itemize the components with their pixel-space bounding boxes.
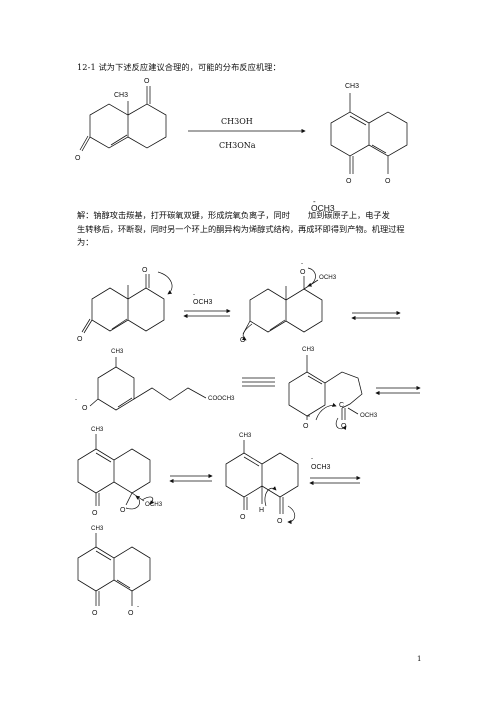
mech6-carbonyl-oxygen-1: O — [240, 514, 246, 521]
enone-oxygen-label: O — [75, 155, 81, 162]
answer-line-3: 为： — [77, 237, 94, 247]
final-methyl: CH3 — [91, 525, 104, 532]
mech2-enone-oxygen: O — [240, 337, 246, 344]
mech-structure-5: CH3 O O OCH3 — [77, 426, 163, 517]
mech-structure-3: CH3 - O COOCH3 — [75, 348, 235, 412]
ion-formula: OCH3 — [311, 203, 335, 213]
mech4-carbon-label: C — [339, 402, 344, 409]
mech3-oxygen: O — [82, 405, 88, 412]
mech6-hydrogen: H — [259, 507, 264, 514]
equivalence-sign — [242, 377, 275, 387]
ketone-oxygen-label: O — [144, 78, 150, 85]
methyl-label: CH3 — [114, 92, 128, 99]
mech5-alkoxide-oxygen: O — [120, 507, 126, 514]
inline-methoxide-ion: - OCH3 — [311, 197, 335, 213]
methoxide-label-2: OCH3 — [311, 464, 331, 471]
page-number: 1 — [417, 655, 422, 663]
methoxide-label: OCH3 — [193, 299, 213, 306]
mech2-alkoxide-label: O — [300, 269, 306, 276]
final-enolate-oxygen: O — [128, 610, 134, 617]
methoxide-charge-2: - — [311, 455, 313, 462]
final-charge: - — [137, 603, 139, 610]
mech3-methyl: CH3 — [111, 348, 124, 355]
mech5-methoxy: OCH3 — [145, 501, 163, 508]
mech4-methoxy: OCH3 — [360, 412, 378, 419]
equilibrium-arrow-3 — [375, 385, 421, 396]
product-structure: CH3 O O — [330, 83, 408, 185]
mech6-methyl: CH3 — [239, 432, 252, 439]
answer-line-2: 生转移后，环断裂，同时另一个环上的酮异构为烯醇式结构，再成环即得到产物。机理过程 — [77, 224, 405, 234]
final-carbonyl-oxygen: O — [92, 610, 98, 617]
answer-line-1: 解：钠醇攻击羰基，打开碳氧双键，形成烷氧负离子，同时 加到碳原子上，电子发 — [77, 209, 415, 222]
mech4-methyl: CH3 — [302, 346, 315, 353]
reagent-methanol: CH3OH — [221, 117, 253, 126]
mech1-oxygen-label: O — [142, 267, 148, 274]
mech5-carbonyl-oxygen: O — [92, 510, 98, 517]
equilibrium-arrow-4 — [169, 473, 213, 484]
reagent-sodium-methoxide: CH3ONa — [219, 141, 256, 150]
mech-structure-1: O O — [77, 267, 173, 343]
mech4-enolate-oxygen: O — [303, 423, 309, 430]
mech3-ester-label: COOCH3 — [208, 395, 235, 402]
mech5-methyl: CH3 — [91, 426, 104, 433]
equilibrium-arrow-1 — [183, 308, 231, 319]
mech-structure-final: CH3 O O - — [77, 525, 151, 617]
equilibrium-arrow-2 — [351, 310, 401, 321]
mech1-enone-oxygen: O — [77, 336, 83, 343]
mech-structure-6: CH3 O H O — [225, 432, 299, 525]
mech-structure-4: CH3 O C OCH3 O — [288, 346, 378, 431]
starting-material-structure: O O CH3 — [75, 78, 167, 162]
answer-line-1b: 加到碳原子上，电子发 — [307, 210, 390, 220]
equilibrium-arrow-5 — [309, 475, 361, 486]
product-carbonyl-label: O — [346, 178, 352, 185]
product-methyl-label: CH3 — [345, 83, 359, 90]
answer-line-1a: 解：钠醇攻击羰基，打开碳氧双键，形成烷氧负离子，同时 — [77, 210, 290, 220]
question-text: 12-1 试为下述反应建议合理的，可能的分布反应机理： — [77, 62, 281, 72]
product-enolate-label: O — [385, 178, 391, 185]
reaction-arrow: CH3OH CH3ONa — [188, 117, 306, 150]
mech2-charge: - — [301, 260, 303, 267]
ion-charge: - — [313, 197, 316, 206]
mech4-carbonyl-oxygen: O — [341, 423, 347, 430]
mech6-carbonyl-oxygen-2: O — [277, 518, 283, 525]
methoxide-charge: - — [193, 291, 195, 298]
mech2-methoxy-label: OCH3 — [319, 274, 337, 281]
mech-structure-2: - O OCH3 O — [240, 260, 337, 344]
mech3-charge: - — [75, 396, 77, 403]
